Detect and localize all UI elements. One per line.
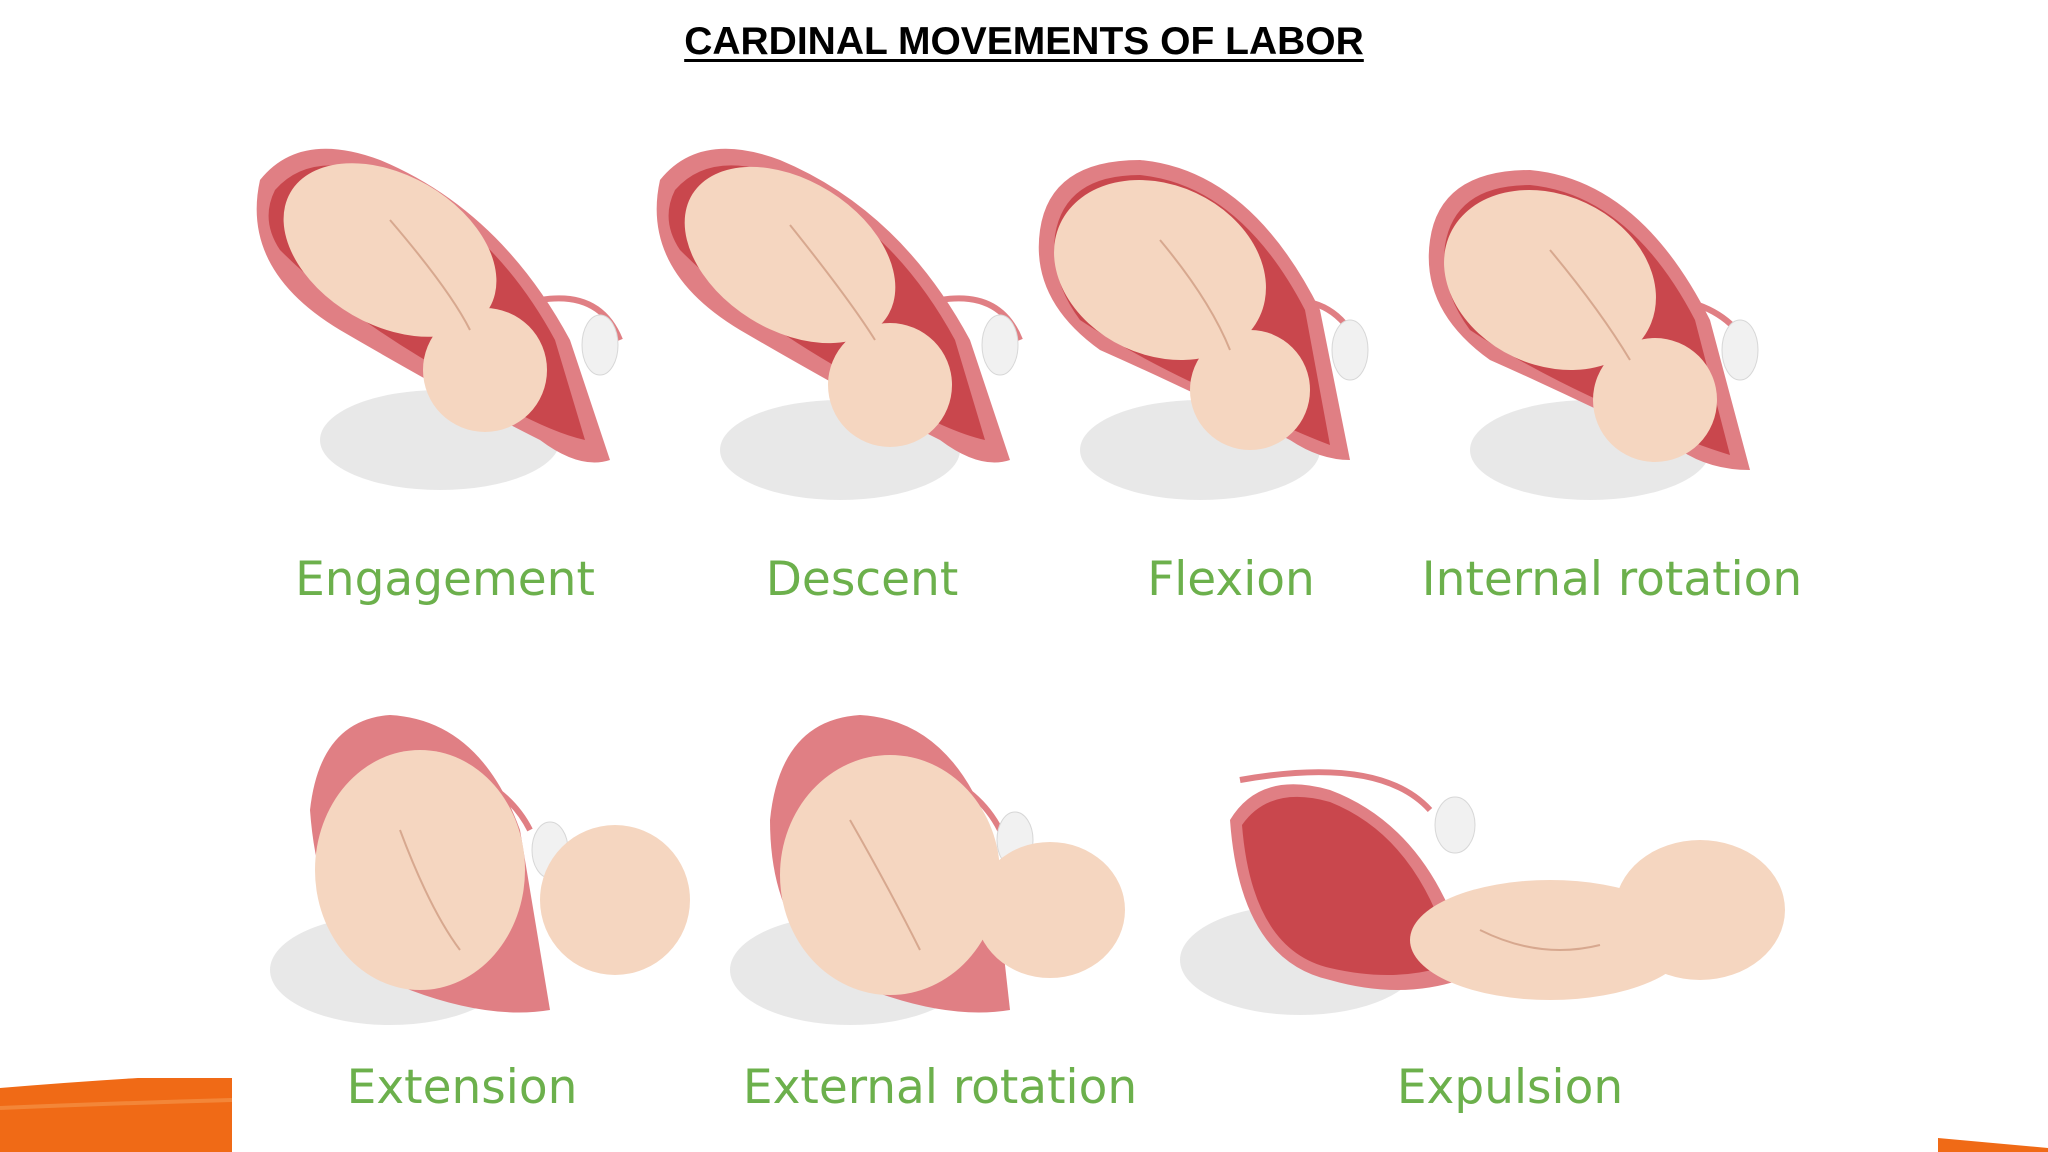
fetus-head <box>540 825 690 975</box>
stage-label-extension: Extension <box>346 1060 578 1115</box>
fetus-outline <box>789 224 876 341</box>
fetus-outline <box>1549 249 1631 361</box>
fetus-head <box>975 842 1125 978</box>
fetus-outline <box>399 829 461 951</box>
stage-label-descent: Descent <box>765 552 959 607</box>
stage-descent-illustration <box>640 140 1040 530</box>
stage-expulsion-illustration <box>1180 760 1800 1060</box>
placenta <box>1434 796 1476 854</box>
placenta <box>981 314 1019 376</box>
placenta <box>581 314 619 376</box>
fetus-head <box>1615 840 1785 980</box>
orange-accent-left <box>0 1078 232 1152</box>
fetus-body <box>684 166 896 344</box>
stage-label-internal-rotation: Internal rotation <box>1421 552 1803 607</box>
stage-extension-illustration <box>260 710 700 1050</box>
fetus-head <box>1190 330 1310 450</box>
fetus-body <box>283 163 497 337</box>
stage-label-flexion: Flexion <box>1147 552 1315 607</box>
stage-label-external-rotation: External rotation <box>742 1060 1138 1115</box>
stage-internal-rotation-illustration <box>1420 160 1780 530</box>
stage-flexion-illustration <box>1030 150 1390 530</box>
uterus-inner <box>1242 796 1440 975</box>
fetus-body <box>315 750 525 990</box>
placenta <box>1331 319 1369 381</box>
placenta <box>1721 319 1759 381</box>
fetus-body <box>1444 190 1656 370</box>
fetus-outline <box>1479 929 1601 951</box>
orange-accent-right <box>1938 1138 2048 1152</box>
fetus-head <box>1593 338 1717 462</box>
umbilical-cord <box>1239 769 1433 813</box>
fetus-head <box>828 323 952 447</box>
fetus-outline <box>849 819 921 951</box>
page-title: CARDINAL MOVEMENTS OF LABOR <box>684 20 1364 63</box>
fetus-body <box>780 755 1000 995</box>
stage-label-expulsion: Expulsion <box>1396 1060 1624 1115</box>
stage-external-rotation-illustration <box>730 710 1150 1050</box>
stage-engagement-illustration <box>240 140 640 530</box>
stage-label-engagement: Engagement <box>295 552 595 607</box>
fetus-head <box>423 308 547 432</box>
fetus-outline <box>1159 239 1231 351</box>
fetus-outline <box>389 219 471 331</box>
